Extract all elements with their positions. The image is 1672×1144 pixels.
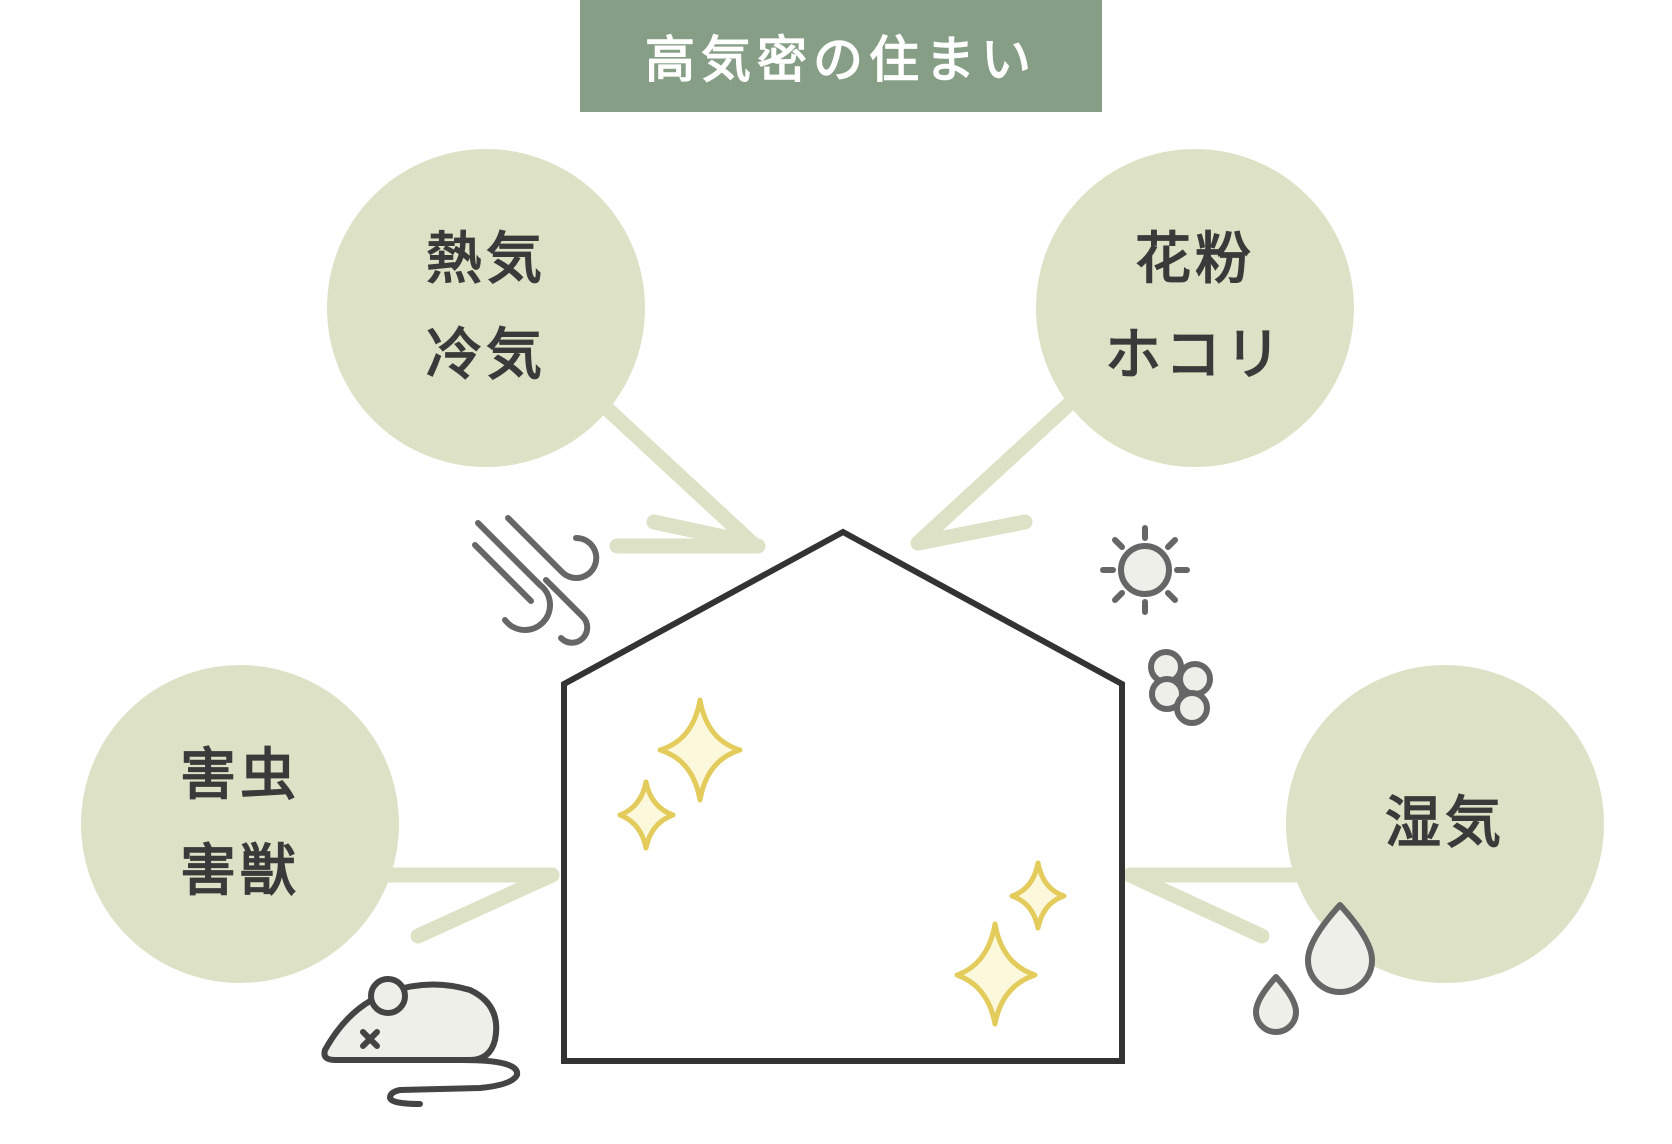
bubble-pollen-line-2: ホコリ — [1105, 323, 1285, 388]
page-title: 高気密の住まい — [645, 31, 1037, 89]
bubble-pollen-line-1: 花粉 — [1135, 227, 1255, 292]
bubble-pests-line-1: 害虫 — [180, 743, 300, 808]
bubble-heat-line-1: 熱気 — [426, 227, 546, 292]
arrow-pests — [377, 867, 560, 944]
mouse-icon — [321, 976, 521, 1107]
house-outline — [561, 528, 1125, 1064]
title-banner: 高気密の住まい — [580, 0, 1102, 112]
dust-icon — [1148, 649, 1213, 726]
sparkle-icon — [617, 779, 676, 851]
bubble-pollen: 花粉 ホコリ — [1036, 149, 1354, 467]
sparkle-icon — [954, 921, 1038, 1027]
bubble-heat: 熱気 冷気 — [327, 149, 645, 467]
sparkle-icon — [657, 697, 743, 803]
bubble-pests: 害虫 害獣 — [81, 665, 399, 983]
bubble-humidity-line-1: 湿気 — [1385, 791, 1505, 856]
water-drop-icon — [1253, 902, 1375, 1035]
arrow-pollen — [910, 397, 1076, 551]
arrow-humidity — [1122, 867, 1306, 944]
bubble-pests-line-2: 害獣 — [180, 839, 300, 904]
bubble-heat-line-2: 冷気 — [426, 323, 546, 388]
sparkle-icon — [1009, 860, 1067, 931]
wind-icon — [472, 515, 600, 646]
pollen-icon — [1100, 525, 1190, 615]
arrow-heat — [595, 397, 766, 554]
